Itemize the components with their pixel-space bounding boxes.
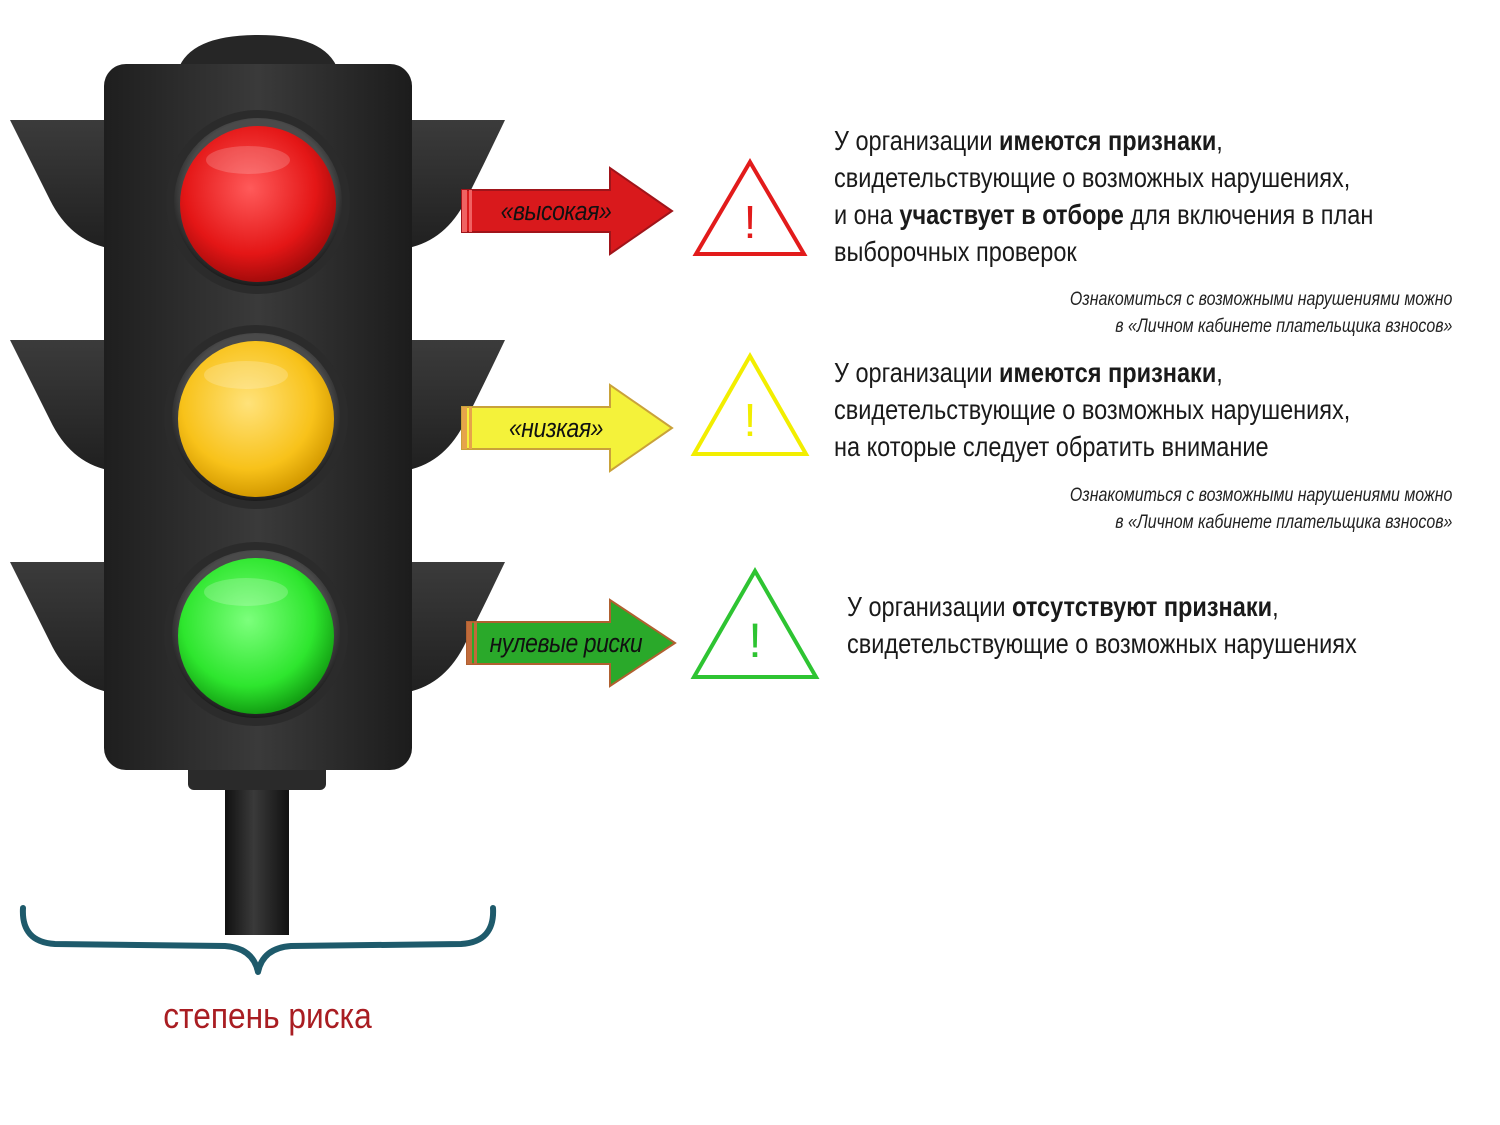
arrow-right-icon xyxy=(461,383,674,473)
description-high-risk: У организации имеются признаки, свидетел… xyxy=(834,122,1373,270)
traffic-light xyxy=(0,0,520,960)
desc-line: на которые следует обратить внимание xyxy=(834,431,1269,462)
arrow-right-icon xyxy=(461,166,674,256)
arrow-label-high: «высокая» xyxy=(500,196,612,226)
desc-line: У организации отсутствуют признаки, xyxy=(847,591,1279,622)
arrow-zero-risk: нулевые риски xyxy=(465,598,680,688)
arrow-low-risk: «низкая» xyxy=(460,383,675,473)
yellow-lamp xyxy=(164,325,348,509)
desc-line: У организации имеются признаки, xyxy=(834,125,1223,156)
desc-line: свидетельствующие о возможных нарушениях… xyxy=(834,394,1351,425)
desc-line: свидетельствующие о возможных нарушениях… xyxy=(834,162,1351,193)
arrow-high-risk: «высокая» xyxy=(460,166,675,256)
curly-brace xyxy=(15,900,505,990)
note-low-risk: Ознакомиться с возможными нарушениями мо… xyxy=(1069,485,1452,533)
traffic-light-pole xyxy=(225,770,289,935)
warning-triangle-icon: ! xyxy=(688,565,820,679)
warning-triangle-icon: ! xyxy=(688,350,813,460)
arrow-label-zero: нулевые риски xyxy=(489,628,643,658)
description-low-risk: У организации имеются признаки, свидетел… xyxy=(834,354,1350,465)
description-zero-risk: У организации отсутствуют признаки, свид… xyxy=(847,588,1357,662)
svg-text:!: ! xyxy=(744,196,757,248)
arrow-label-low: «низкая» xyxy=(508,413,604,443)
warning-triangle-icon: ! xyxy=(688,152,813,262)
note-high-risk: Ознакомиться с возможными нарушениями мо… xyxy=(1069,289,1452,337)
svg-text:!: ! xyxy=(748,615,761,668)
desc-line: свидетельствующие о возможных нарушениях xyxy=(847,628,1357,659)
desc-line: и она участвует в отборе для включения в… xyxy=(834,199,1374,230)
red-lamp xyxy=(166,110,350,294)
arrow-right-icon xyxy=(466,598,677,688)
green-lamp xyxy=(164,542,348,726)
desc-line: выборочных проверок xyxy=(834,236,1077,267)
risk-degree-label: степень риска xyxy=(163,995,372,1036)
svg-text:!: ! xyxy=(744,394,757,446)
desc-line: У организации имеются признаки, xyxy=(834,357,1223,388)
